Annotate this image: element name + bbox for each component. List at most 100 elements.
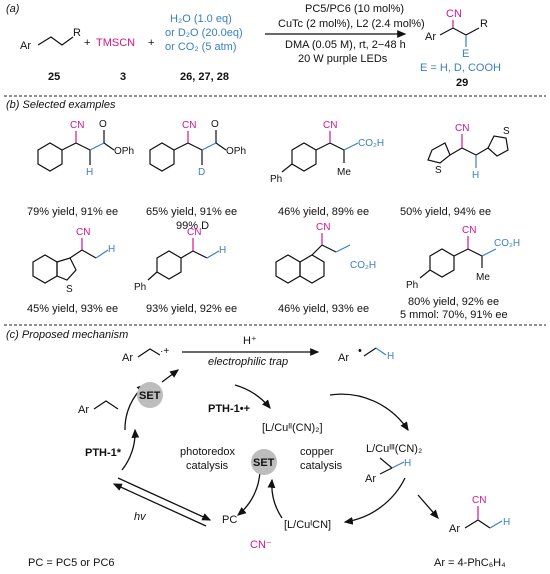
structure-label: O <box>211 119 219 130</box>
cu-iii-complex: L/Cuᴵᴵᴵ(CN)₂ <box>366 443 422 455</box>
set-circle-1 <box>137 382 163 408</box>
e-definition: E = H, D, COOH <box>420 62 501 74</box>
structure-label: Ph <box>406 280 418 291</box>
structure-label: CO₂H <box>494 238 520 249</box>
example-6-structure: CN H Ph <box>134 227 226 293</box>
example-6-yield: 93% yield, 92% ee <box>146 303 237 315</box>
structure-label: Ph <box>270 174 282 185</box>
structure-label: Ar <box>20 40 31 52</box>
example-2-yield: 65% yield, 91% ee <box>146 206 237 218</box>
set-1-label: SET <box>139 390 161 402</box>
structure-label: R <box>73 27 81 39</box>
example-8-structure: CN CO₂H Me Ph <box>406 225 520 291</box>
set-circle-2 <box>251 449 277 475</box>
pc-definition: PC = PC5 or PC6 <box>28 557 115 569</box>
compound-26-28: 26, 27, 28 <box>180 71 229 83</box>
example-3-yield: 46% yield, 89% ee <box>278 206 369 218</box>
structure-label: Ar <box>338 352 349 364</box>
structure-label: Ar <box>365 473 376 485</box>
hv-label: hv <box>134 511 147 523</box>
electrophilic-trap-label: electrophilic trap <box>208 356 288 368</box>
plus-2: + <box>148 37 154 49</box>
plus-1: + <box>84 37 90 49</box>
structure-label: E <box>462 48 469 60</box>
structure-label: H <box>404 458 411 469</box>
structure-label: R <box>480 18 488 30</box>
structure-label: CN <box>462 225 476 236</box>
alkene-structure: Ar R <box>20 27 81 52</box>
cycle-arrow-3 <box>236 469 261 516</box>
example-1-yield: 79% yield, 91% ee <box>27 206 118 218</box>
structure-label: ·+ <box>160 346 169 357</box>
cycle-arrow-2 <box>234 384 271 410</box>
structure-label: H <box>503 517 510 528</box>
example-8-scaleup: 5 mmol: 70%, 91% ee <box>400 309 508 321</box>
copper-label-1: copper <box>300 446 334 458</box>
structure-label: CN <box>70 120 84 131</box>
example-2-deuterium: 99% D <box>176 220 209 232</box>
cond-4: 20 W purple LEDs <box>298 53 388 65</box>
example-4-yield: 50% yield, 94% ee <box>400 206 491 218</box>
label-b: (b) Selected examples <box>6 99 116 111</box>
label-a: (a) <box>6 3 20 15</box>
cond-2: CuTc (2 mol%), L2 (2.4 mol%) <box>278 18 425 30</box>
cu-arrow-2 <box>343 477 406 525</box>
set-2-label: SET <box>253 457 275 469</box>
structure-label: S <box>66 284 73 295</box>
set1-out-arrow <box>161 369 180 383</box>
benzylic-radical-structure: Ar • H <box>338 345 394 364</box>
structure-label: • <box>358 345 362 357</box>
photoredox-label-2: catalysis <box>186 460 229 472</box>
structure-label: Ar <box>122 352 133 364</box>
example-1-structure: CN O OPh H <box>37 119 134 178</box>
structure-label: Ar <box>449 523 460 535</box>
additive-2: or D₂O (20.0eq) <box>165 27 243 39</box>
structure-label: Ar <box>425 31 436 43</box>
structure-label: CO₂H <box>350 260 376 271</box>
example-7-structure: CN CO₂H <box>275 222 376 284</box>
additive-3: or CO₂ (5 atm) <box>165 41 237 53</box>
example-3-structure: CN CO₂H Me Ph <box>270 120 384 185</box>
structure-label: Ph <box>134 282 146 293</box>
cu-iii-alkyl-structure: Ar H <box>365 457 411 485</box>
structure-label: D <box>198 167 205 178</box>
product-29-structure: Ar CN R E <box>425 8 488 60</box>
structure-label: H <box>219 245 226 256</box>
pc-label: PC <box>222 514 237 526</box>
structure-label: Me <box>476 272 490 283</box>
structure-label: CN <box>446 8 462 20</box>
product-release-arrow <box>417 494 439 519</box>
pth-excited: PTH-1* <box>85 447 122 459</box>
hv-arrow-up <box>112 483 207 527</box>
radical-cation-structure: Ar ·+ <box>122 346 169 364</box>
structure-label: H <box>387 351 394 362</box>
styrene-structure: Ar <box>78 400 119 416</box>
cond-3: DMA (0.05 M), rt, 2−48 h <box>285 39 406 51</box>
structure-label: OPh <box>226 146 246 157</box>
structure-label: H <box>86 167 93 178</box>
structure-label: CN <box>323 120 337 131</box>
structure-label: Me <box>337 167 351 178</box>
structure-label: CN <box>455 123 469 134</box>
cu-arrow-3 <box>267 478 283 519</box>
example-7-yield: 46% yield, 93% ee <box>278 303 369 315</box>
example-4-structure: CN S S H <box>427 123 510 181</box>
cu-ii-complex: [L/Cuᴵᴵ(CN)₂] <box>262 422 323 434</box>
structure-label: OPh <box>114 146 134 157</box>
structure-label: CN <box>316 222 330 233</box>
cyanide-anion: CN⁻ <box>250 539 272 551</box>
cond-1: PC5/PC6 (10 mol%) <box>305 3 404 15</box>
structure-label: S <box>435 165 442 176</box>
example-2-structure: CN O OPh D <box>149 119 246 178</box>
example-5-yield: 45% yield, 93% ee <box>27 303 118 315</box>
cu-i-complex: [L/CuᴵCN] <box>284 519 331 531</box>
compound-25: 25 <box>48 71 60 83</box>
cycle-arrow-4 <box>121 428 140 471</box>
label-c: (c) Proposed mechanism <box>6 329 128 341</box>
structure-label: H <box>108 244 115 255</box>
compound-29: 29 <box>456 77 468 89</box>
structure-label: H <box>472 170 479 181</box>
photoredox-label-1: photoredox <box>180 446 236 458</box>
structure-label: CN <box>187 227 201 238</box>
